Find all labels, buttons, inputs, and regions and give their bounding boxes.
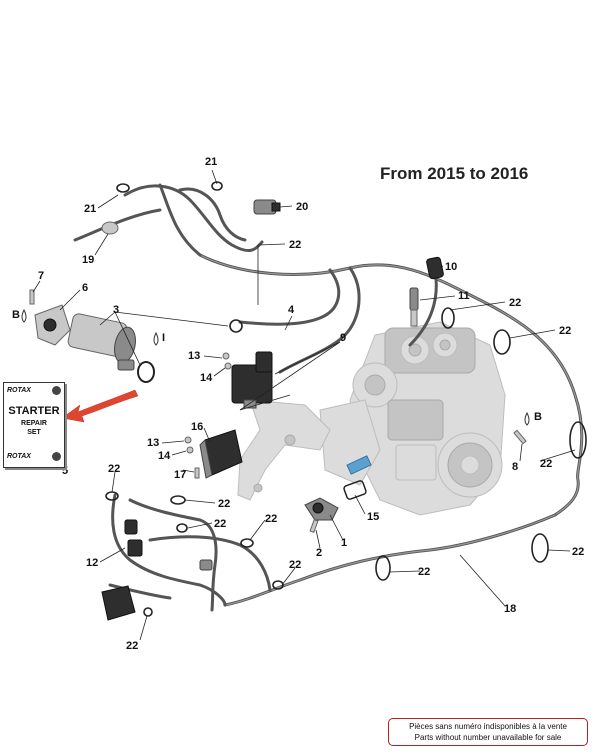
availability-note: Pièces sans numéro indisponibles à la ve… <box>388 718 588 746</box>
callout-17: 17 <box>174 469 186 481</box>
callout-22: 22 <box>265 513 277 525</box>
page-title: From 2015 to 2016 <box>380 164 529 183</box>
callout-1: 1 <box>341 537 347 549</box>
callout-22: 22 <box>559 325 571 337</box>
callout-22: 22 <box>108 463 120 475</box>
callout-21: 21 <box>84 203 96 215</box>
callout-19: 19 <box>82 254 94 266</box>
part-oring-3 <box>137 361 155 383</box>
callout-22: 22 <box>509 297 521 309</box>
callout-B: B <box>534 411 542 423</box>
kit-arrow-icon <box>61 389 139 423</box>
callout-3: 3 <box>113 304 119 316</box>
callout-13: 13 <box>147 437 159 449</box>
part-spark-plug-cap <box>409 256 444 327</box>
callout-22: 22 <box>214 518 226 530</box>
kit-brand: ROTAX <box>7 453 31 460</box>
callout-16: 16 <box>191 421 203 433</box>
part-connector-20 <box>253 199 281 215</box>
part-ignition-coil <box>231 351 273 409</box>
callout-22: 22 <box>540 458 552 470</box>
callout-22: 22 <box>289 239 301 251</box>
kit-line-1: STARTER <box>8 405 60 417</box>
part-ecu-16 <box>199 429 243 479</box>
callout-9: 9 <box>340 332 346 344</box>
callout-14: 14 <box>158 450 171 462</box>
callout-10: 10 <box>445 261 457 273</box>
callout-22: 22 <box>418 566 430 578</box>
part-connector-large <box>101 519 213 621</box>
engine-ghost <box>237 321 506 516</box>
callout-6: 6 <box>82 282 88 294</box>
part-starter <box>34 304 136 371</box>
callout-I: I <box>162 332 165 344</box>
kit-line-2: REPAIR <box>21 420 47 427</box>
bolts <box>29 289 527 533</box>
callout-18: 18 <box>504 603 516 615</box>
callout-15: 15 <box>367 511 379 523</box>
part-grommet-19 <box>101 221 119 235</box>
wire-harness <box>73 183 584 612</box>
callout-22: 22 <box>218 498 230 510</box>
callout-22: 22 <box>289 559 301 571</box>
callout-22: 22 <box>572 546 584 558</box>
part-sensor-1 <box>304 497 339 521</box>
leader-lines <box>32 169 576 641</box>
note-line-fr: Pièces sans numéro indisponibles à la ve… <box>409 722 567 731</box>
brand-logo-icon <box>52 386 61 395</box>
note-line-en: Parts without number unavailable for sal… <box>414 733 562 742</box>
callout-4: 4 <box>288 304 295 316</box>
kit-brand: ROTAX <box>7 387 31 394</box>
brand-logo-icon <box>52 452 61 461</box>
callout-B: B <box>12 309 20 321</box>
callout-13: 13 <box>188 350 200 362</box>
callout-21: 21 <box>205 156 217 168</box>
callout-2: 2 <box>316 547 322 559</box>
droplet-icons <box>21 308 530 426</box>
kit-line-3: SET <box>27 429 41 436</box>
starter-repair-set-box: ROTAX STARTER REPAIR SET ROTAX <box>3 382 65 468</box>
callout-7: 7 <box>38 270 44 282</box>
callout-12: 12 <box>86 557 98 569</box>
callout-11: 11 <box>458 290 470 302</box>
cable-ties <box>105 181 587 617</box>
callout-14: 14 <box>200 372 213 384</box>
callout-5: 5 <box>62 465 68 477</box>
callout-22: 22 <box>126 640 138 652</box>
callout-8: 8 <box>512 461 518 473</box>
callouts: 21 21 20 19 22 10 11 22 22 7 B 6 3 4 9 1… <box>12 156 584 652</box>
callout-20: 20 <box>296 201 308 213</box>
part-gasket-15 <box>343 455 372 500</box>
